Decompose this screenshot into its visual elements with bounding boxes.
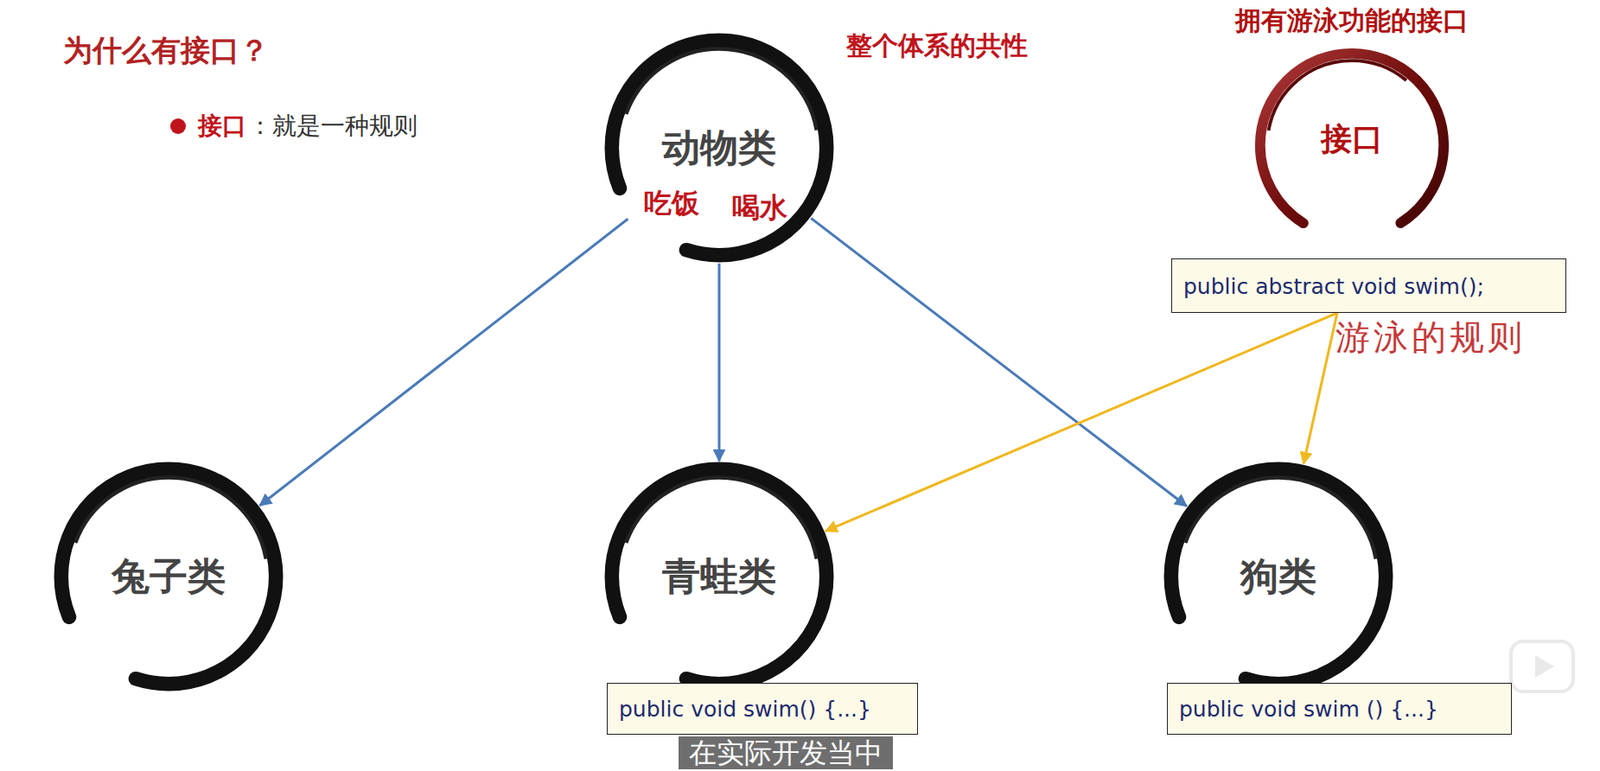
inherits-arrow xyxy=(260,218,629,506)
node-heading: 拥有游泳功能的接口 xyxy=(1235,3,1469,39)
ring-stroke xyxy=(61,469,276,684)
code-box: public void swim() {...} xyxy=(606,682,918,735)
node-text: 接口 xyxy=(1320,117,1384,160)
ring-brush-trace xyxy=(1179,477,1377,676)
class-circle: 狗类 xyxy=(1159,457,1398,696)
handwritten-note: 游泳的规则 xyxy=(1335,313,1526,362)
video-subtitle: 在实际开发当中 xyxy=(678,736,893,770)
bullet-text: ：就是一种规则 xyxy=(248,109,418,143)
class-circle: 动物类吃饭喝水 xyxy=(599,28,839,268)
class-circle: 青蛙类 xyxy=(599,457,839,696)
implements-arrow xyxy=(825,312,1338,531)
class-circle: 兔子类 xyxy=(49,457,288,696)
code-text: public void swim() {...} xyxy=(618,696,872,722)
play-triangle xyxy=(1535,655,1555,678)
code-box: public abstract void swim(); xyxy=(1171,258,1567,313)
node-text: 狗类 xyxy=(1240,551,1317,603)
ring-stroke xyxy=(611,40,827,255)
interface-circle: 拥有游泳功能的接口接口 xyxy=(1249,43,1454,248)
node-text: 喝水 xyxy=(732,189,788,228)
inherits-arrow xyxy=(718,263,721,461)
code-text: public void swim () {...} xyxy=(1179,696,1439,722)
node-text: 兔子类 xyxy=(111,551,226,603)
player-icon xyxy=(1510,641,1574,692)
node-text: 吃饭 xyxy=(643,184,700,224)
annotation: 整个体系的共性 xyxy=(846,28,1028,64)
ring-stroke xyxy=(1260,53,1444,237)
node-text: 青蛙类 xyxy=(662,551,777,603)
ring-stroke xyxy=(611,469,827,684)
code-box: public void swim () {...} xyxy=(1166,682,1512,735)
inherits-arrow xyxy=(810,217,1187,506)
ring-brush-trace xyxy=(1267,60,1437,230)
bullet-term: 接口 xyxy=(197,109,247,143)
code-text: public abstract void swim(); xyxy=(1183,273,1485,299)
player-frame xyxy=(1510,641,1574,692)
bullet-dot xyxy=(170,118,186,134)
ring-brush-trace xyxy=(619,48,818,247)
ring-brush-trace xyxy=(619,477,818,676)
ring-brush-trace xyxy=(69,477,268,676)
node-text: 动物类 xyxy=(662,122,777,174)
implements-arrow xyxy=(1303,312,1338,464)
ring-stroke xyxy=(1171,469,1386,684)
slide-title: 为什么有接口？ xyxy=(63,31,269,71)
